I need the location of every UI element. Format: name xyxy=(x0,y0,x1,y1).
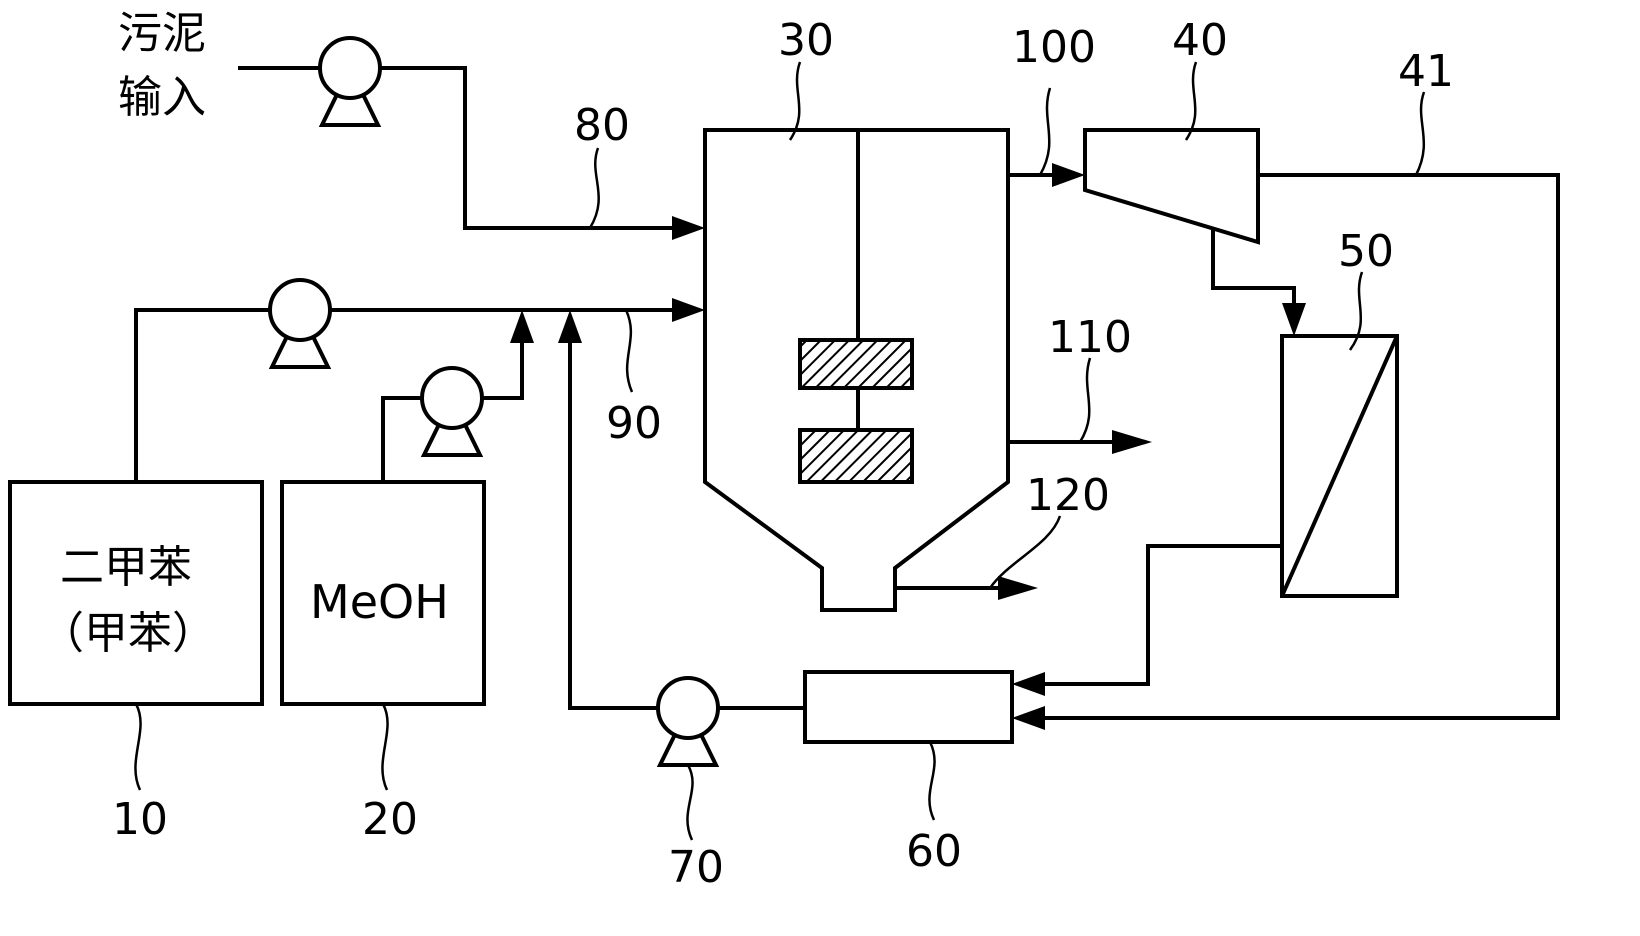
separator-underflow-line xyxy=(1211,228,1296,310)
agitator-impeller-lower xyxy=(798,428,914,484)
leader-50 xyxy=(1348,271,1364,351)
label-20: 20 xyxy=(362,794,418,845)
label-100: 100 xyxy=(1012,22,1096,73)
tank-20-text: MeOH xyxy=(310,575,449,629)
label-80: 80 xyxy=(574,100,630,151)
leader-40 xyxy=(1184,61,1198,141)
separator-overflow-line-41 xyxy=(1040,173,1560,720)
arrow-into-unit-60-lower xyxy=(1012,706,1045,730)
leader-100 xyxy=(1038,87,1052,176)
label-10: 10 xyxy=(112,794,168,845)
recycle-pump-icon xyxy=(656,676,720,767)
label-90: 90 xyxy=(606,398,662,449)
tank-10-text-line2: （甲苯） xyxy=(40,608,216,659)
sludge-pump-icon xyxy=(318,36,382,127)
tank-10-text-line1: 二甲苯 xyxy=(60,542,192,593)
arrow-outlet-110 xyxy=(1112,430,1152,454)
unit-50-outlet-line xyxy=(1040,544,1282,686)
leader-30 xyxy=(788,61,802,141)
arrow-into-separator-40 xyxy=(1052,163,1085,187)
unit-50-diagonal xyxy=(1280,335,1399,597)
arrow-into-reactor-80 xyxy=(672,216,705,240)
sludge-inlet-label-line1: 污泥 xyxy=(118,8,206,59)
leader-90 xyxy=(624,309,634,393)
arrow-methanol-merge xyxy=(510,310,534,343)
methanol-supply-line xyxy=(381,396,422,480)
label-120: 120 xyxy=(1026,470,1110,521)
arrow-outlet-120 xyxy=(998,576,1038,600)
sludge-feed-line-80 xyxy=(380,66,680,230)
leader-60 xyxy=(928,741,936,821)
arrow-recycle-merge xyxy=(558,310,582,343)
tank-10-xylene xyxy=(8,480,264,706)
agitator-impeller-upper xyxy=(798,338,914,390)
label-70: 70 xyxy=(668,842,724,893)
tank-20-methanol xyxy=(280,480,486,706)
separator-40 xyxy=(1083,128,1260,245)
solvent-pump-icon xyxy=(268,278,332,369)
leader-70 xyxy=(686,764,694,841)
arrow-into-unit-60-upper xyxy=(1012,672,1045,696)
unit-60 xyxy=(803,670,1014,744)
label-110: 110 xyxy=(1048,312,1132,363)
leader-120 xyxy=(988,515,1062,589)
label-60: 60 xyxy=(906,826,962,877)
label-50: 50 xyxy=(1338,226,1394,277)
leader-20 xyxy=(381,703,389,791)
leader-80 xyxy=(588,147,600,229)
arrow-into-reactor-90 xyxy=(672,298,705,322)
label-30: 30 xyxy=(778,15,834,66)
solvent-supply-line xyxy=(134,308,270,480)
leader-110 xyxy=(1078,357,1092,443)
recycle-line-to-merge xyxy=(568,335,658,710)
methanol-pump-icon xyxy=(420,366,484,457)
leader-10 xyxy=(134,703,142,791)
label-41: 41 xyxy=(1398,46,1454,97)
leader-41 xyxy=(1414,91,1426,176)
sludge-inlet-label-line2: 输入 xyxy=(118,72,206,123)
methanol-merge-line xyxy=(482,335,524,400)
label-40: 40 xyxy=(1172,15,1228,66)
arrow-into-unit-50 xyxy=(1282,303,1306,336)
